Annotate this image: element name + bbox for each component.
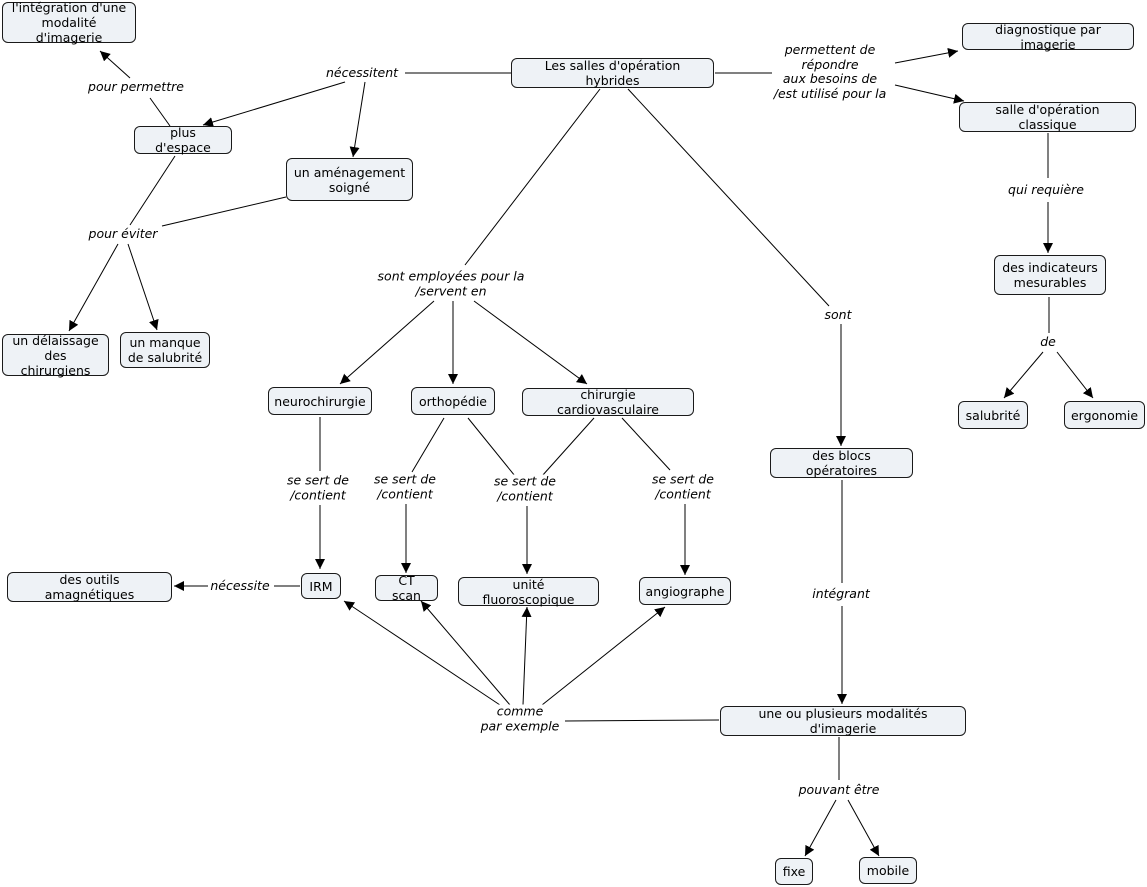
node-fixe[interactable]: fixe bbox=[775, 858, 813, 885]
link-de-salubrite bbox=[1003, 351, 1044, 399]
label-pouvant: pouvant être bbox=[797, 781, 881, 798]
node-ergonomie[interactable]: ergonomie bbox=[1064, 401, 1145, 429]
link-modalites-comme bbox=[564, 719, 720, 722]
link-cardio-sertcardio bbox=[621, 417, 671, 471]
label-necessitent: nécessitent bbox=[324, 64, 400, 81]
node-salubrite[interactable]: salubrité bbox=[958, 401, 1028, 429]
link-necessitent-amenagement bbox=[349, 81, 366, 158]
link-de-ergonomie bbox=[1056, 351, 1094, 399]
link-comme-fluoro bbox=[521, 606, 532, 706]
link-salles-employees bbox=[464, 88, 601, 266]
node-mobile[interactable]: mobile bbox=[859, 857, 917, 884]
label-necessite: nécessite bbox=[209, 577, 271, 594]
link-necessitent-espace bbox=[202, 81, 346, 127]
link-salles-sont bbox=[627, 88, 830, 307]
label-sont: sont bbox=[823, 306, 853, 323]
node-irm[interactable]: IRM bbox=[301, 573, 341, 599]
link-pourEviter-manque bbox=[127, 243, 159, 331]
node-fluoro[interactable]: unité fluoroscopique bbox=[458, 577, 599, 607]
node-neuro[interactable]: neurochirurgie bbox=[268, 387, 372, 415]
link-comme-angio bbox=[541, 606, 666, 706]
link-pouvant-fixe bbox=[804, 799, 837, 857]
node-modalites[interactable]: une ou plusieurs modalités d'imagerie bbox=[720, 706, 966, 736]
node-diagnostique[interactable]: diagnostique par imagerie bbox=[962, 22, 1134, 52]
node-amenagement[interactable]: un aménagement soigné bbox=[286, 158, 413, 201]
link-comme-ct bbox=[420, 600, 511, 706]
label-sert-mid: se sert de /contient bbox=[492, 473, 558, 504]
link-espace-pourEviter bbox=[129, 155, 176, 226]
node-cardio[interactable]: chirurgie cardiovasculaire bbox=[522, 387, 694, 417]
label-sert-cardio: se sert de /contient bbox=[650, 471, 716, 502]
node-ctscan[interactable]: CT scan bbox=[375, 573, 438, 603]
label-permettent: permettent de répondre aux besoins de /e… bbox=[772, 42, 888, 101]
link-employees-cardio bbox=[473, 300, 588, 385]
label-integrant: intégrant bbox=[811, 585, 871, 602]
node-integration[interactable]: l'intégration d'une modalité d'imagerie bbox=[2, 0, 136, 45]
node-outils[interactable]: des outils amagnétiques bbox=[7, 572, 172, 602]
label-pour-permettre: pour permettre bbox=[87, 78, 185, 95]
node-salle-classique[interactable]: salle d'opération classique bbox=[959, 102, 1136, 132]
link-amenagement-pourEviter bbox=[161, 196, 287, 227]
node-delaissage[interactable]: un délaissage des chirurgiens bbox=[2, 333, 109, 378]
node-blocs[interactable]: des blocs opératoires bbox=[770, 448, 913, 478]
node-angio[interactable]: angiographe bbox=[639, 577, 731, 605]
label-employees: sont employées pour la /servent en bbox=[376, 268, 526, 299]
link-pouvant-mobile bbox=[847, 799, 880, 857]
node-indicateurs[interactable]: des indicateurs mesurables bbox=[994, 255, 1106, 295]
link-permettent-diagnostique bbox=[894, 47, 959, 64]
link-permettent-salleclassique bbox=[894, 84, 965, 104]
link-employees-neuro bbox=[339, 300, 435, 385]
link-ortho-sert bbox=[411, 417, 445, 473]
label-sert-neuro: se sert de /contient bbox=[285, 472, 351, 503]
label-comme: comme par exemple bbox=[479, 703, 561, 734]
label-qui-requiere: qui requière bbox=[1007, 181, 1085, 198]
link-ortho-sertmid bbox=[467, 417, 516, 477]
label-sert-ortho: se sert de /contient bbox=[372, 471, 438, 502]
link-cardio-sertmid bbox=[541, 417, 595, 477]
node-salles[interactable]: Les salles d'opération hybrides bbox=[511, 58, 714, 88]
label-de: de bbox=[1039, 333, 1057, 350]
label-pour-eviter: pour éviter bbox=[87, 225, 159, 242]
node-espace[interactable]: plus d'espace bbox=[134, 125, 232, 155]
link-pourEviter-delaissage bbox=[68, 243, 119, 332]
link-espace-pourpermettre bbox=[149, 97, 171, 127]
node-ortho[interactable]: orthopédie bbox=[411, 387, 495, 415]
node-manque[interactable]: un manque de salubrité bbox=[120, 332, 210, 368]
link-pourpermettre-integration bbox=[99, 50, 131, 79]
link-comme-irm bbox=[343, 600, 501, 706]
